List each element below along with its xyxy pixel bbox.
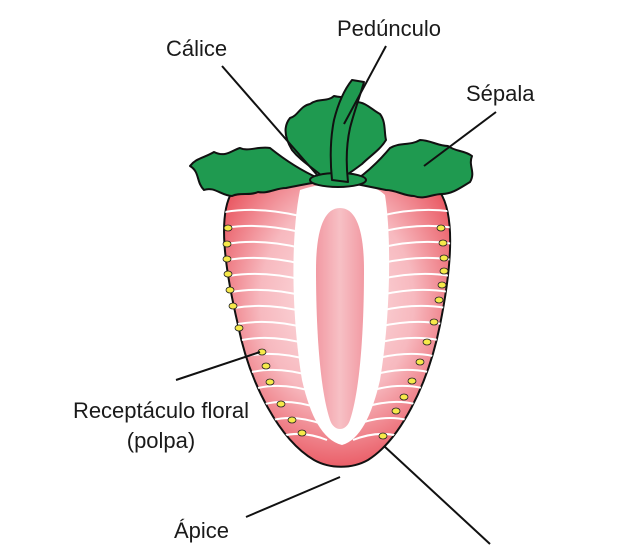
leader-apice <box>246 477 340 517</box>
label-receptaculo-line2: (polpa) <box>46 426 276 456</box>
label-apice: Ápice <box>174 520 229 542</box>
achene <box>226 287 234 293</box>
achene <box>229 303 237 309</box>
label-calice: Cálice <box>166 38 227 60</box>
achene <box>438 282 446 288</box>
achene <box>408 378 416 384</box>
label-sepala: Sépala <box>466 83 535 105</box>
achene <box>440 255 448 261</box>
label-pedunculo: Pedúnculo <box>337 18 441 40</box>
achene <box>423 339 431 345</box>
achene <box>379 433 387 439</box>
achene <box>224 225 232 231</box>
achene <box>435 297 443 303</box>
achene <box>439 240 447 246</box>
achene <box>392 408 400 414</box>
achene <box>288 417 296 423</box>
achene <box>224 271 232 277</box>
achene <box>440 268 448 274</box>
achene <box>277 401 285 407</box>
achene <box>235 325 243 331</box>
leader-receptaculo <box>176 352 260 380</box>
label-receptaculo: Receptáculo floral (polpa) <box>46 396 276 456</box>
achene <box>416 359 424 365</box>
achene <box>223 241 231 247</box>
achene <box>262 363 270 369</box>
achene <box>430 319 438 325</box>
achene <box>298 430 306 436</box>
achene <box>223 256 231 262</box>
achene <box>437 225 445 231</box>
label-receptaculo-line1: Receptáculo floral <box>46 396 276 426</box>
achene <box>266 379 274 385</box>
achene <box>400 394 408 400</box>
leader-achene <box>384 446 490 544</box>
